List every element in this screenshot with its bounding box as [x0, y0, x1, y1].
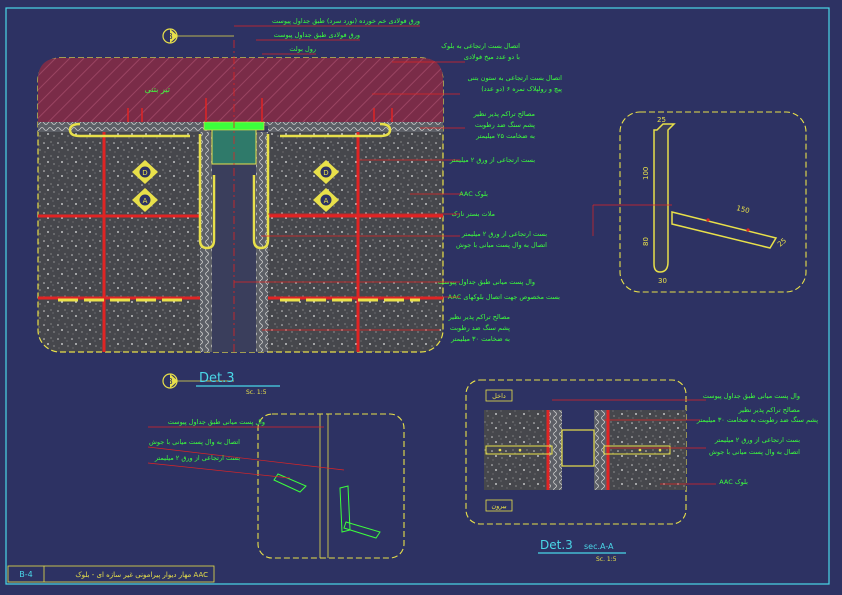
callout-3: اتصال بست ارتجاعی به بلوک [441, 42, 520, 50]
sec-callout-1: مصالح تراکم پذیر نظیر [738, 406, 800, 414]
plan-detail: تیر بتنی B [37, 28, 444, 353]
sheet-code: B-4 [19, 570, 32, 579]
bracket-flange [671, 211, 778, 249]
callout-1: ورق فولادی طبق جداول پیوست [274, 31, 360, 39]
svg-text:B: B [167, 32, 173, 41]
sec-outside-label: بیرون [491, 502, 506, 510]
callout-17: مصالح تراکم پذیر نظیر [448, 313, 510, 321]
callout-4: با دو عدد میخ فولادی [464, 53, 520, 61]
svg-text:D: D [142, 169, 147, 177]
bracket-vertical [653, 123, 676, 273]
callout-18: پشم سنگ ضد رطوبت [450, 324, 510, 332]
dim-25-top: 25 [657, 116, 666, 124]
callout-7: مصالح تراکم پذیر نظیر [473, 110, 535, 118]
clip-top-right [280, 122, 392, 138]
grid-marker-a-left: A [132, 188, 158, 212]
dim-150: 150 [736, 204, 751, 215]
section-aa: داخل بیرون وال پست میانی طبق جداول پیوست… [465, 379, 818, 563]
sec-inside-label: داخل [492, 392, 506, 400]
sec-callout-2: پشم سنگ ضد رطوبت به ضخامت ۳۰ میلیمتر [696, 416, 818, 424]
ll-callout-1: اتصال به وال پست میانی با جوش [149, 438, 240, 446]
grid-b-top: B [162, 28, 234, 44]
grid-marker-d-left: D [132, 160, 158, 184]
callout-15: وال پست میانی طبق جداول پیوست [438, 278, 535, 286]
sec-callout-0: وال پست میانی طبق جداول پیوست [703, 392, 800, 400]
concrete-beam [38, 58, 443, 122]
svg-text:B: B [167, 377, 173, 386]
sec-title: Det.3 [540, 538, 573, 552]
svg-text:D: D [323, 169, 328, 177]
grid-marker-a-right: A [313, 188, 339, 212]
callout-6: پیچ و رولپلاک نمره ۶ (دو عدد) [481, 85, 562, 93]
callout-11: AAC بلوک [459, 190, 488, 198]
clip-left [198, 134, 216, 250]
sheet-title: مهار دیوار پیرامونی غیر سازه ای - بلوک A… [75, 571, 208, 579]
clip-top-left [68, 122, 190, 138]
callout-9: به ضخامت ۲۵ میلیمتر [475, 132, 535, 140]
sec-aac-left [484, 410, 548, 490]
sheet-frame [5, 7, 830, 585]
sec-wall-post [561, 429, 595, 467]
ll-callout-0: وال پست میانی طبق جداول پیوست [168, 418, 265, 426]
callout-12: ملات بستر نازک [451, 210, 495, 218]
callout-16: AAC بست مخصوص جهت اتصال بلوکهای [448, 293, 560, 301]
sec-aac-right [608, 410, 686, 490]
ll-callout-2: بست ارتجاعی از ورق ۲ میلیمتر [154, 454, 240, 462]
wool-left [200, 132, 212, 352]
svg-text:A: A [143, 197, 148, 205]
sec-callout-4: اتصال به وال پست میانی با جوش [709, 448, 800, 456]
grid-marker-d-right: D [313, 160, 339, 184]
wool-right [256, 132, 268, 352]
dim-25-right: 25 [776, 237, 788, 249]
beam-label: تیر بتنی [145, 85, 170, 94]
grid-b-bottom: B [162, 373, 234, 389]
bolt-stubs [127, 98, 393, 122]
dim-80: 80 [642, 237, 650, 246]
callout-10: بست ارتجاعی از ورق ۲ میلیمتر [449, 156, 535, 164]
main-callouts: ورق فولادی خم خورده (نورد سرد) طبق جداول… [234, 17, 562, 343]
callout-14: اتصال به وال پست میانی با جوش [456, 241, 547, 249]
callout-19: به ضخامت ۳۰ میلیمتر [450, 335, 510, 343]
sec-callout-5: AAC بلوک [719, 478, 748, 486]
title-strip: B-4 مهار دیوار پیرامونی غیر سازه ای - بل… [7, 565, 215, 583]
svg-text:A: A [324, 197, 329, 205]
dim-30: 30 [658, 277, 667, 285]
clip-right [252, 134, 270, 250]
dim-100: 100 [642, 167, 650, 180]
callout-2: رول بولت [289, 45, 316, 53]
sec-title-suffix: sec.A-A [584, 542, 614, 551]
lower-left-detail: وال پست میانی طبق جداول پیوست اتصال به و… [147, 413, 405, 559]
callout-0: ورق فولادی خم خورده (نورد سرد) طبق جداول… [272, 17, 420, 25]
det-title: Det.3 [199, 371, 235, 386]
sec-callout-3: بست ارتجاعی از ورق ۲ میلیمتر [714, 436, 800, 444]
callout-5: اتصال بست ارتجاعی به ستون بتنی [468, 74, 563, 82]
det-scale: Sc. 1:5 [246, 389, 267, 396]
callout-13: بست ارتجاعی از ورق ۲ میلیمتر [461, 230, 547, 238]
sec-scale: Sc. 1:5 [596, 556, 617, 563]
callout-8: پشم سنگ ضد رطوبت [475, 121, 535, 129]
bracket-detail: 25 100 80 30 150 25 [592, 111, 807, 293]
